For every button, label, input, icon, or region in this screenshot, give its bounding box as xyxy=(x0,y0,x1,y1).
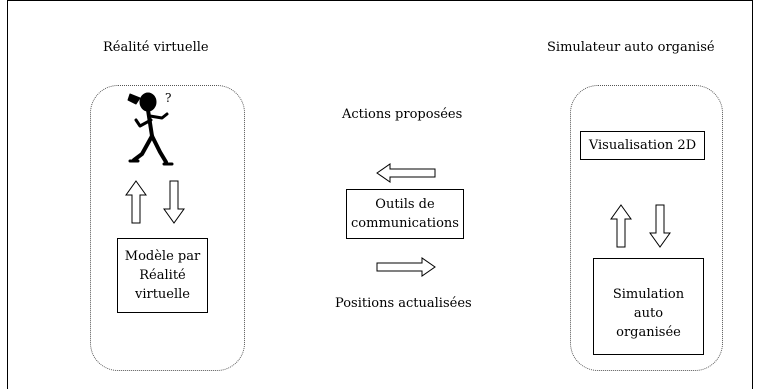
sim-box-line: Simulation xyxy=(612,287,685,302)
arrow-left-icon xyxy=(376,163,436,183)
comm-box-line: communications xyxy=(351,216,459,231)
diagram-frame xyxy=(7,0,753,389)
arrow-up-icon xyxy=(125,180,147,224)
model-box-line: Modèle par xyxy=(124,249,201,264)
left-panel-title: Réalité virtuelle xyxy=(103,40,209,55)
left-panel-container xyxy=(90,85,245,371)
question-mark: ? xyxy=(165,91,172,105)
model-box-line: virtuelle xyxy=(134,287,190,302)
sim-box-line: organisée xyxy=(616,325,681,340)
arrow-up-icon xyxy=(610,204,632,248)
arrow-right-icon xyxy=(376,257,436,277)
thinking-person-icon xyxy=(127,92,174,166)
viz-box-label: Visualisation 2D xyxy=(588,138,697,153)
communication-tools-box: Outils de communications xyxy=(346,189,464,239)
right-panel-container xyxy=(570,85,723,371)
model-box: Modèle par Réalité virtuelle xyxy=(117,238,208,313)
comm-box-line: Outils de xyxy=(375,197,435,212)
simulation-box: Simulation auto organisée xyxy=(593,258,704,355)
arrow-down-icon xyxy=(163,180,185,224)
model-box-line: Réalité xyxy=(139,268,186,283)
right-panel-title: Simulateur auto organisé xyxy=(547,40,715,55)
actions-proposees-label: Actions proposées xyxy=(342,107,463,122)
visualisation-2d-box: Visualisation 2D xyxy=(580,131,705,160)
arrow-down-icon xyxy=(649,204,671,248)
sim-box-line: auto xyxy=(633,306,664,321)
positions-actualisees-label: Positions actualisées xyxy=(335,296,472,311)
